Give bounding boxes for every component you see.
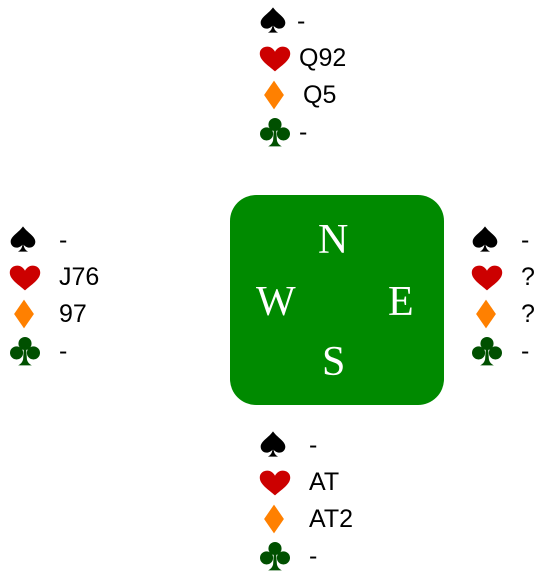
north-diamonds-cards: Q5 [303, 81, 337, 109]
west-clubs-cards: - [59, 337, 68, 365]
diamond-icon [475, 299, 507, 331]
heart-icon [259, 470, 291, 502]
west-spades-cards: - [59, 226, 68, 254]
spade-icon [9, 225, 41, 257]
heart-icon [259, 46, 291, 78]
south-diamonds-cards: AT2 [309, 505, 353, 533]
north-clubs-cards: - [299, 118, 308, 146]
east-spades-cards: - [521, 226, 530, 254]
heart-icon [9, 265, 41, 297]
east-hearts-cards: ? [521, 263, 535, 291]
north-spades-cards: - [297, 7, 306, 35]
heart-icon [471, 265, 503, 297]
spade-icon [259, 6, 291, 38]
diamond-icon [263, 504, 295, 536]
south-clubs-cards: - [309, 542, 318, 570]
seat-east-label: E [388, 279, 414, 325]
club-icon [259, 541, 291, 573]
seat-north-label: N [318, 217, 349, 263]
seat-west-label: W [256, 279, 296, 325]
club-icon [471, 336, 503, 368]
south-hearts-cards: AT [309, 468, 340, 496]
spade-icon [259, 430, 291, 462]
south-spades-cards: - [309, 431, 318, 459]
north-hearts-cards: Q92 [299, 44, 347, 72]
diamond-icon [13, 299, 45, 331]
west-hearts-cards: J76 [59, 263, 100, 291]
club-icon [9, 336, 41, 368]
east-clubs-cards: - [521, 337, 530, 365]
east-diamonds-cards: ? [521, 300, 535, 328]
bridge-table: N W E S [230, 195, 444, 405]
diamond-icon [263, 80, 295, 112]
west-diamonds-cards: 97 [59, 300, 87, 328]
club-icon [259, 117, 291, 149]
seat-south-label: S [322, 339, 346, 385]
spade-icon [471, 225, 503, 257]
